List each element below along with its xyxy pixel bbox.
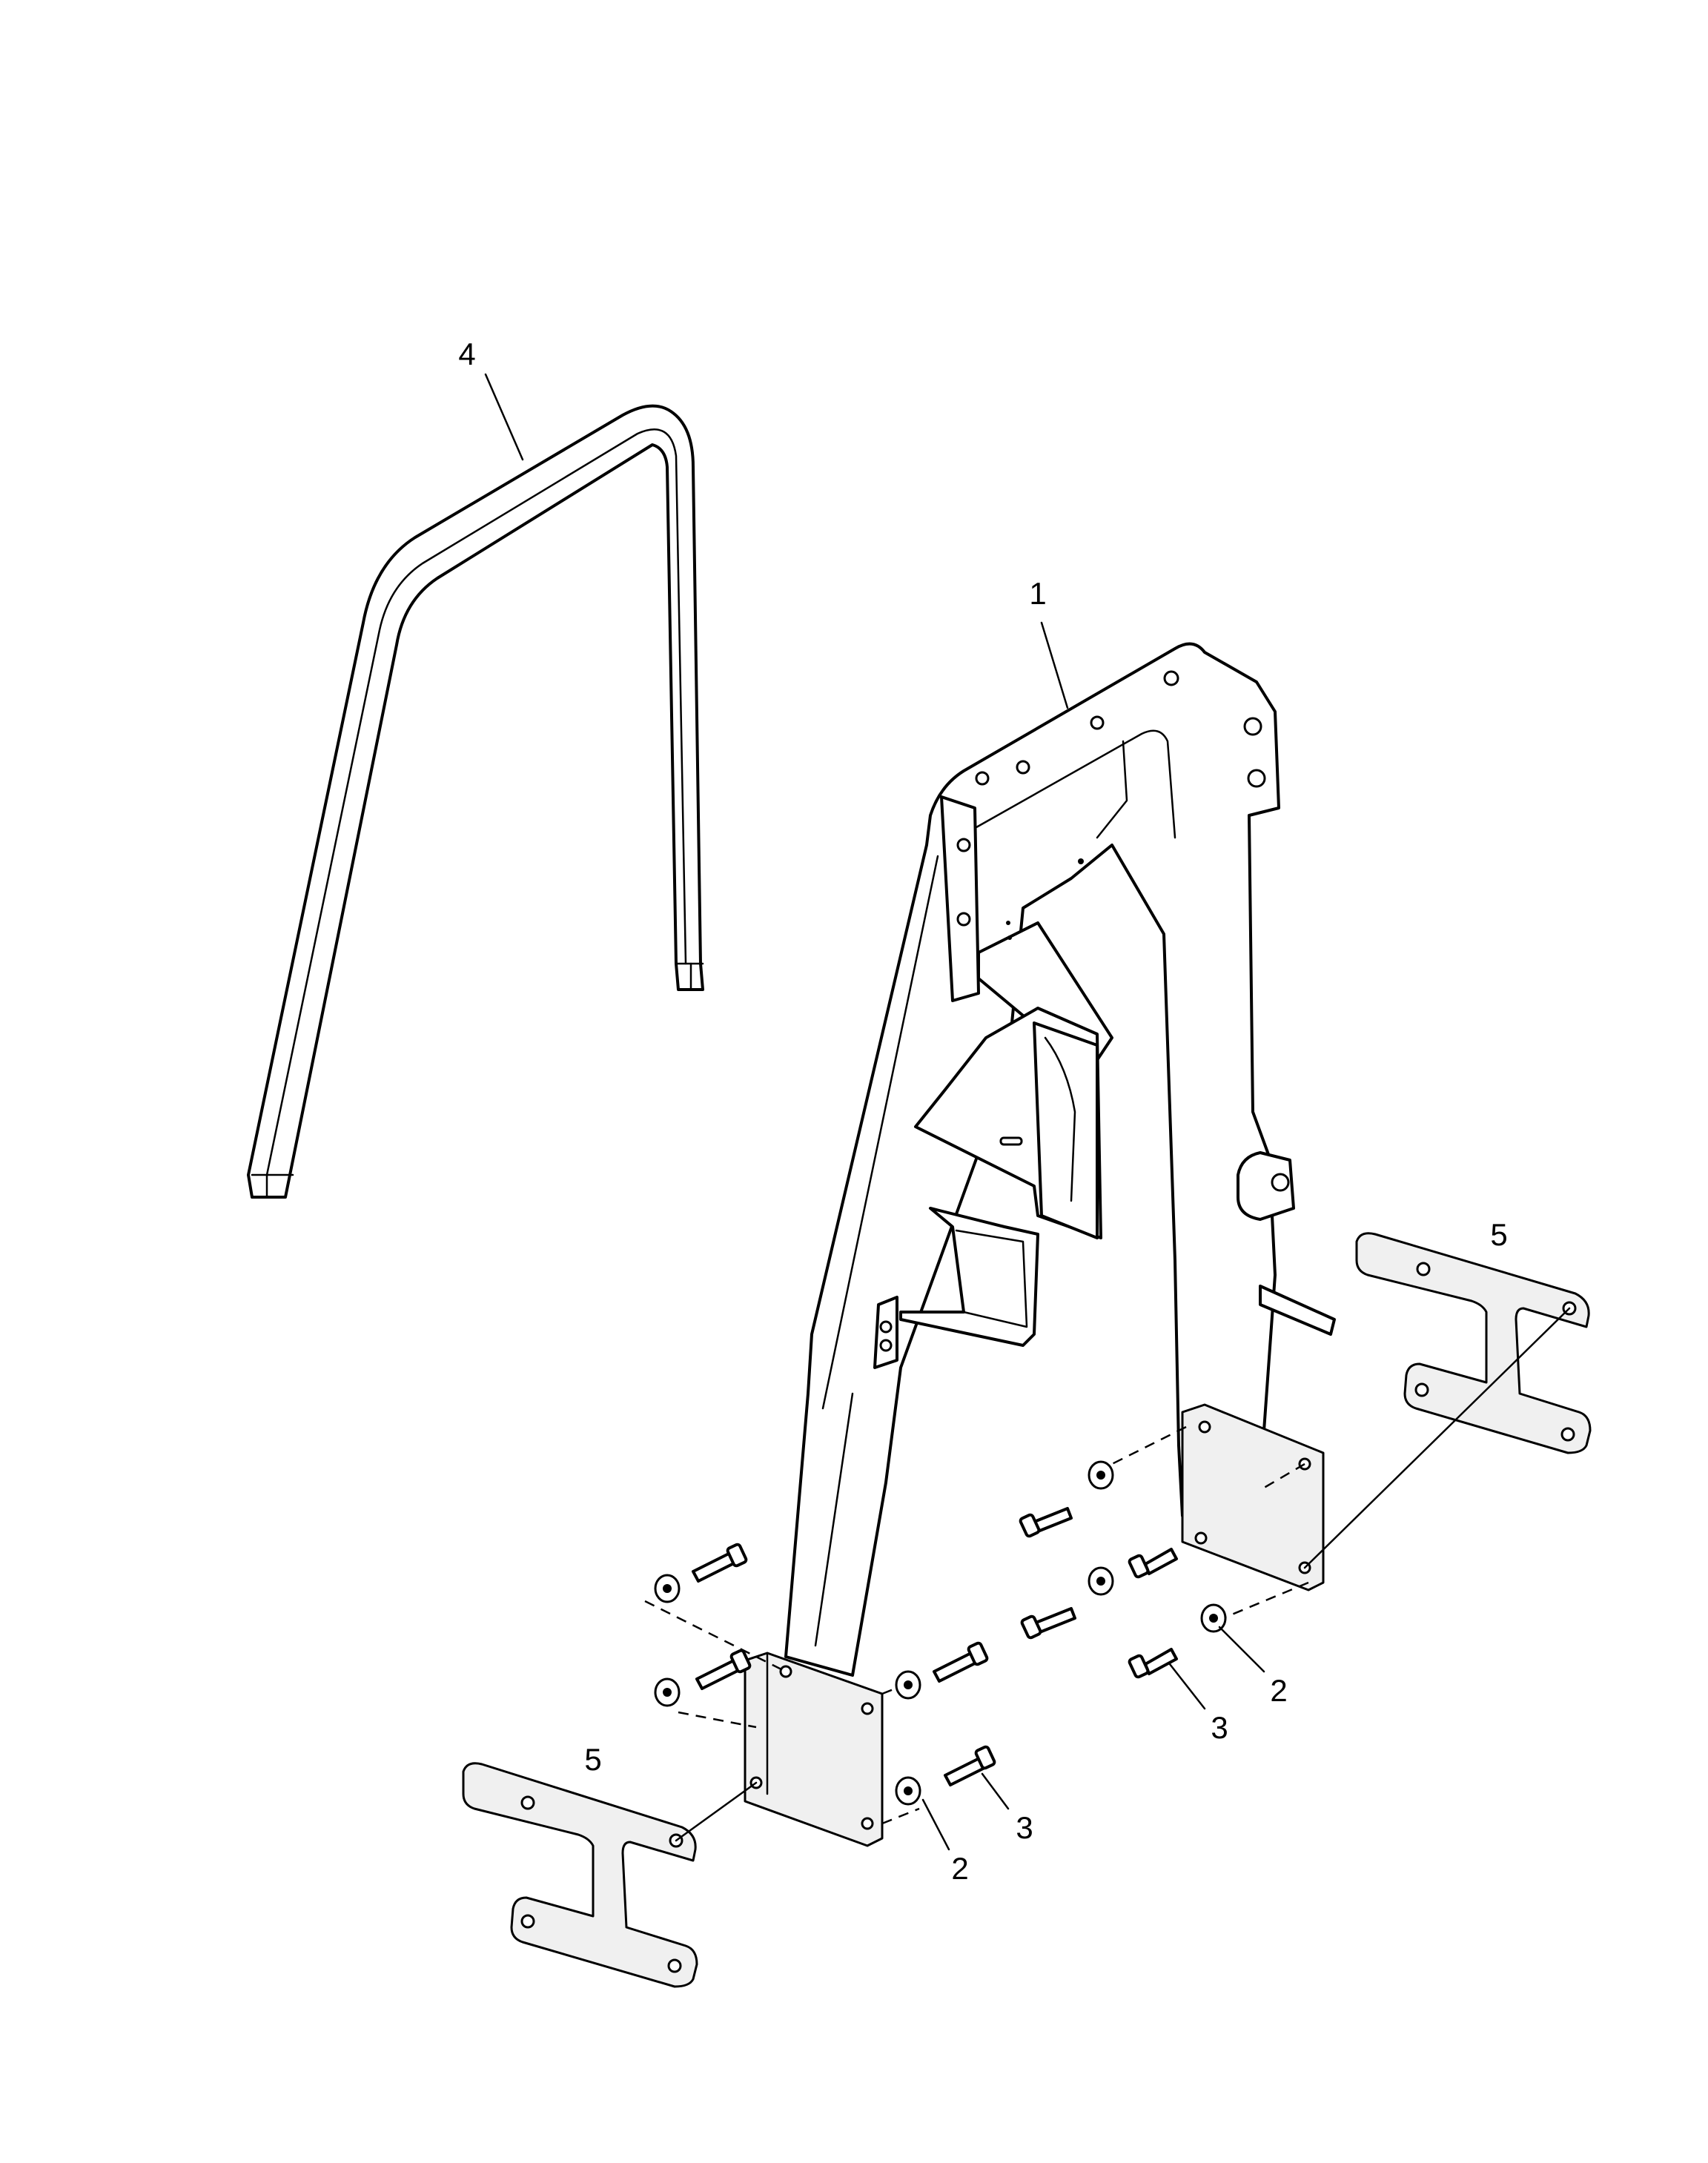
spacer-plate-part-5-left	[462, 1762, 698, 1988]
callout-3b: 3	[1211, 1710, 1228, 1745]
callout-5b: 5	[1490, 1217, 1507, 1252]
callout-2b: 2	[1270, 1673, 1287, 1708]
mount-plate-right	[1181, 1403, 1325, 1591]
callout-2a: 2	[951, 1851, 968, 1886]
seal-strip-part-4	[247, 404, 704, 1199]
callout-leaders	[484, 373, 1265, 1851]
callout-3a: 3	[1016, 1810, 1033, 1845]
callout-4: 4	[458, 337, 475, 371]
callout-labels: 4 1 5 5 2 3 3 2	[458, 337, 1507, 1886]
callout-1: 1	[1029, 576, 1046, 611]
spacer-plate-part-5-right	[1355, 1232, 1592, 1454]
mount-plate-left	[744, 1652, 884, 1847]
washers-part-2	[654, 1460, 1227, 1806]
alignment-lines	[644, 1307, 1571, 1842]
callout-5a: 5	[584, 1742, 601, 1777]
roll-frame-part-1	[784, 642, 1336, 1677]
bolts-part-3	[692, 1507, 1178, 1786]
